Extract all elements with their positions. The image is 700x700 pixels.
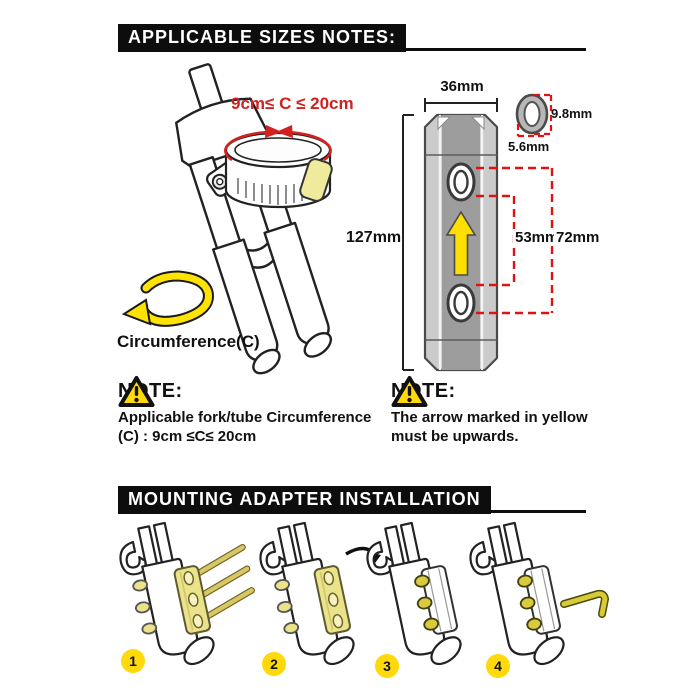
note-block-circumference: NOTE: Applicable fork/tube Circumference… [118, 376, 378, 446]
step-number-badge: 3 [375, 654, 399, 678]
hole-width-label: 5.6mm [508, 139, 550, 154]
note-text-line: The arrow marked in yellow [391, 409, 588, 426]
section-title: MOUNTING ADAPTER INSTALLATION [118, 486, 491, 514]
mount-bolts [195, 544, 255, 620]
section-header-installation: MOUNTING ADAPTER INSTALLATION [118, 486, 586, 514]
note-text-line: Applicable fork/tube Circumference [118, 409, 372, 426]
plate-height-label: 127mm [346, 229, 402, 246]
bottom-mount-slot [446, 283, 476, 323]
note-block-arrow-direction: NOTE: The arrow marked in yellow must be… [391, 376, 651, 446]
screw-heads [414, 574, 440, 631]
warning-triangle-icon [118, 376, 155, 407]
plate-width-label: 36mm [440, 78, 484, 95]
up-arrow-icon [445, 210, 477, 276]
slot-spacing-inner-label: 53mm [513, 229, 561, 246]
clamp-range-label: 9cm≤ C ≤ 20cm [231, 94, 354, 113]
adapter-plate-yellow [313, 565, 351, 635]
header-rule [490, 510, 586, 513]
top-mount-slot [446, 162, 476, 202]
section-title: APPLICABLE SIZES NOTES: [118, 24, 407, 52]
measure-arrow-icon [224, 125, 332, 162]
width-bracket [424, 98, 498, 112]
screw-heads [517, 574, 543, 631]
install-step-4-illustration [469, 521, 609, 666]
note-text-line: (C) : 9cm ≤C≤ 20cm [118, 428, 257, 445]
allen-key-icon [560, 589, 609, 618]
rotation-arrow-icon [121, 270, 214, 327]
right-dropout [303, 332, 333, 358]
install-step-3-illustration [366, 521, 462, 666]
slot-hole-detail [515, 93, 549, 135]
section-header-sizes: APPLICABLE SIZES NOTES: [118, 24, 586, 52]
install-step-1-illustration [119, 521, 255, 666]
clamp-rubber-pad [299, 158, 333, 202]
note-text-line: must be upwards. [391, 428, 519, 445]
step-number-badge: 4 [486, 654, 510, 678]
left-dropout [252, 348, 281, 375]
step-number-badge: 2 [262, 652, 286, 676]
hose-clamp-illustration [205, 125, 333, 209]
step-number-badge: 1 [121, 649, 145, 673]
circumference-label: Circumference(C) [117, 332, 260, 351]
adapter-plate [423, 113, 499, 372]
hole-dimension-lines [516, 93, 553, 138]
install-step-2-illustration [259, 521, 381, 666]
warning-triangle-icon [391, 376, 428, 407]
right-lower-leg [263, 221, 330, 346]
fork-illustration [121, 63, 333, 375]
adapter-plate-diagram [402, 93, 554, 372]
adapter-plate-yellow [173, 565, 211, 635]
hole-height-label: 9.8mm [551, 106, 593, 121]
header-rule [406, 48, 586, 51]
height-bracket [402, 114, 414, 371]
slot-spacing-outer-label: 72mm [554, 229, 602, 246]
